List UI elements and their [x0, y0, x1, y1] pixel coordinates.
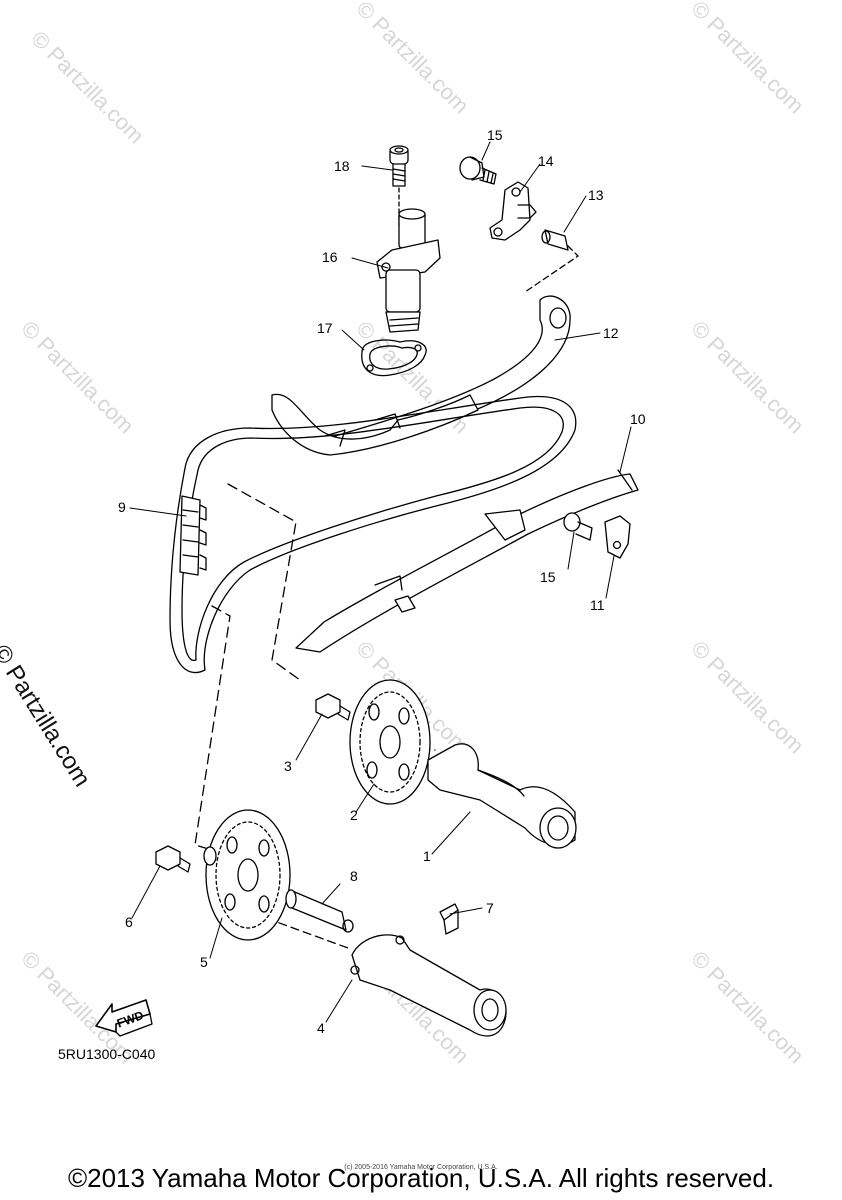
chain-guide-10 [295, 469, 639, 653]
callout-18: 18 [334, 158, 350, 174]
callout-15-top: 15 [487, 127, 503, 143]
callout-4: 4 [317, 1020, 325, 1036]
camshaft-4 [350, 934, 507, 1037]
diagram-code: 5RU1300-C040 [58, 1046, 156, 1062]
watermark: © Partzilla.com [686, 0, 809, 118]
callout-10: 10 [630, 411, 646, 427]
pin-13 [524, 229, 579, 293]
leader-lines [129, 141, 632, 1023]
shaft-8 [285, 889, 354, 933]
leader-dashed [194, 605, 231, 851]
callout-9: 9 [118, 499, 126, 515]
copyright-notice: ©2013 Yamaha Motor Corporation, U.S.A. A… [67, 1163, 775, 1193]
key-7 [439, 903, 459, 935]
bolt-3 [315, 693, 351, 721]
cam-chain [169, 395, 577, 674]
camshaft-1 [427, 743, 577, 849]
sprocket-5 [203, 809, 291, 941]
clip-11 [604, 515, 631, 559]
callout-16: 16 [322, 249, 338, 265]
small-copyright: (c) 2005-2016 Yamaha Motor Corporation, … [344, 1164, 498, 1171]
watermark: © Partzilla.com [686, 946, 809, 1069]
bolt-6 [155, 845, 191, 873]
watermark: © Partzilla.com [26, 26, 149, 149]
bolt-15-top [459, 156, 497, 185]
bolt-18 [389, 145, 409, 227]
sprocket-2 [349, 679, 431, 805]
cam-chain-tensioner-16 [376, 208, 441, 333]
callout-6: 6 [125, 914, 133, 930]
callout-12: 12 [603, 325, 619, 341]
callout-3: 3 [284, 758, 292, 774]
bracket-14 [489, 181, 537, 241]
callout-5: 5 [200, 954, 208, 970]
watermark: © Partzilla.com [686, 636, 809, 759]
watermark: © Partzilla.com [16, 316, 139, 439]
callouts: 1 2 3 4 5 6 7 8 9 10 11 12 13 14 15 15 1… [118, 127, 646, 1036]
callout-7: 7 [486, 900, 494, 916]
watermark: © Partzilla.com [686, 316, 809, 439]
leader-dashed [227, 483, 301, 681]
gasket-17 [361, 339, 427, 377]
callout-2: 2 [350, 807, 358, 823]
fwd-arrow-icon [95, 999, 153, 1037]
callout-1: 1 [423, 848, 431, 864]
watermark: © Partzilla.com [351, 0, 474, 118]
chain-segment-9 [179, 495, 207, 576]
callout-15-bottom: 15 [540, 569, 556, 585]
callout-8: 8 [350, 868, 358, 884]
callout-17: 17 [317, 320, 333, 336]
callout-14: 14 [538, 153, 554, 169]
callout-11: 11 [590, 597, 605, 613]
watermark-group: © Partzilla.com © Partzilla.com © Partzi… [16, 0, 809, 1068]
bolt-15-bottom [563, 512, 593, 541]
chain-guide-12 [271, 295, 571, 456]
callout-13: 13 [588, 187, 604, 203]
